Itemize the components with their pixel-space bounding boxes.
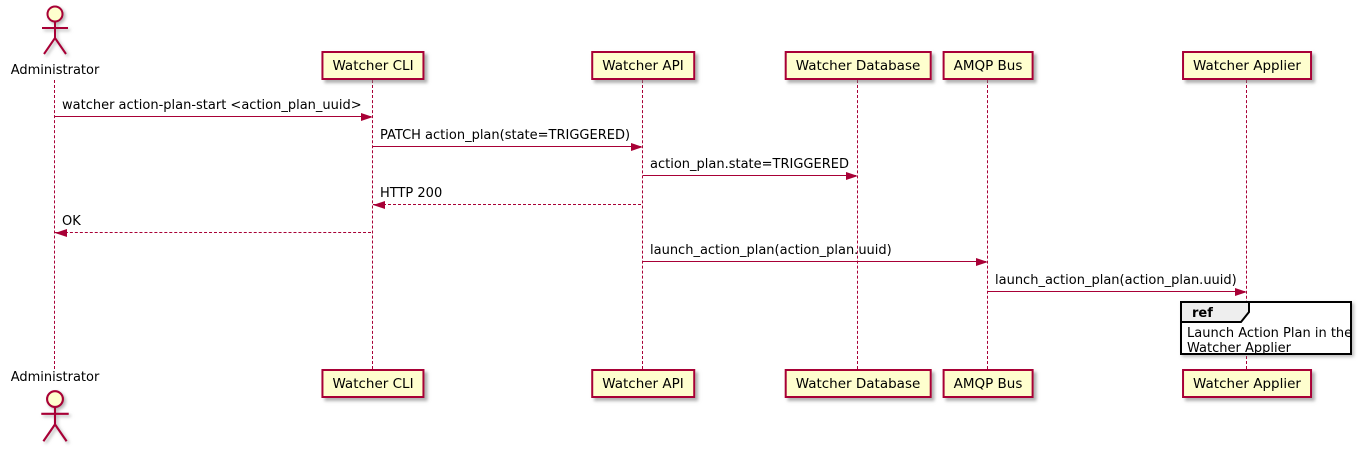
participant-label: Watcher CLI (332, 57, 414, 74)
participant-bottom-watcher-applier: Watcher Applier (1182, 369, 1312, 398)
lifeline-amqp-bus (987, 80, 988, 369)
message-1-arrowhead (361, 112, 373, 121)
lifeline-watcher-api (642, 80, 643, 369)
ref-keyword: ref (1192, 306, 1213, 321)
message-2-label: PATCH action_plan(state=TRIGGERED) (380, 128, 631, 143)
message-4-label: HTTP 200 (380, 186, 443, 201)
message-1-label: watcher action-plan-start <action_plan_u… (62, 98, 362, 113)
message-3-line (643, 175, 856, 176)
participant-label: Watcher Database (795, 57, 921, 74)
participant-label: Watcher CLI (332, 375, 414, 392)
participant-label: Watcher Applier (1193, 375, 1301, 392)
participant-top-watcher-applier: Watcher Applier (1182, 51, 1312, 80)
participant-bottom-watcher-api: Watcher API (591, 369, 695, 398)
participant-top-watcher-database: Watcher Database (784, 51, 932, 80)
participant-top-watcher-api: Watcher API (591, 51, 695, 80)
message-1-line (55, 116, 371, 117)
lifeline-watcher-cli (372, 80, 373, 369)
lifeline-administrator (54, 80, 55, 369)
lifeline-watcher-applier (1246, 80, 1247, 369)
message-7-arrowhead (1235, 287, 1247, 296)
message-4-arrowhead (373, 200, 385, 209)
participant-top-amqp-bus: AMQP Bus (942, 51, 1034, 80)
participant-label: Watcher Database (795, 375, 921, 392)
participant-label: Watcher Applier (1193, 57, 1301, 74)
message-4-line (373, 204, 641, 205)
participant-bottom-amqp-bus: AMQP Bus (942, 369, 1034, 398)
message-5-line (55, 232, 371, 233)
message-6-line (643, 261, 986, 262)
participant-top-watcher-cli: Watcher CLI (321, 51, 425, 80)
ref-text-line: Watcher Applier (1187, 341, 1292, 355)
participant-label: AMQP Bus (953, 57, 1023, 74)
participant-bottom-watcher-database: Watcher Database (784, 369, 932, 398)
actor-label-bottom: Administrator (10, 370, 100, 385)
lifeline-watcher-database (857, 80, 858, 369)
actor-label-top: Administrator (10, 63, 100, 78)
ref-text-line: Launch Action Plan in the (1187, 326, 1352, 341)
message-2-line (373, 146, 641, 147)
message-5-label: OK (62, 214, 81, 229)
participant-label: AMQP Bus (953, 375, 1023, 392)
message-7-label: launch_action_plan(action_plan.uuid) (995, 273, 1237, 288)
participant-label: Watcher API (602, 375, 684, 392)
message-5-arrowhead (55, 228, 67, 237)
message-2-arrowhead (631, 142, 643, 151)
message-7-line (988, 291, 1245, 292)
administrator-actor-icon (37, 4, 73, 58)
message-6-arrowhead (976, 257, 988, 266)
participant-bottom-watcher-cli: Watcher CLI (321, 369, 425, 398)
administrator-actor-icon (36, 386, 74, 448)
message-3-arrowhead (846, 171, 858, 180)
message-6-label: launch_action_plan(action_plan.uuid) (650, 243, 892, 258)
message-3-label: action_plan.state=TRIGGERED (650, 157, 849, 172)
participant-label: Watcher API (602, 57, 684, 74)
